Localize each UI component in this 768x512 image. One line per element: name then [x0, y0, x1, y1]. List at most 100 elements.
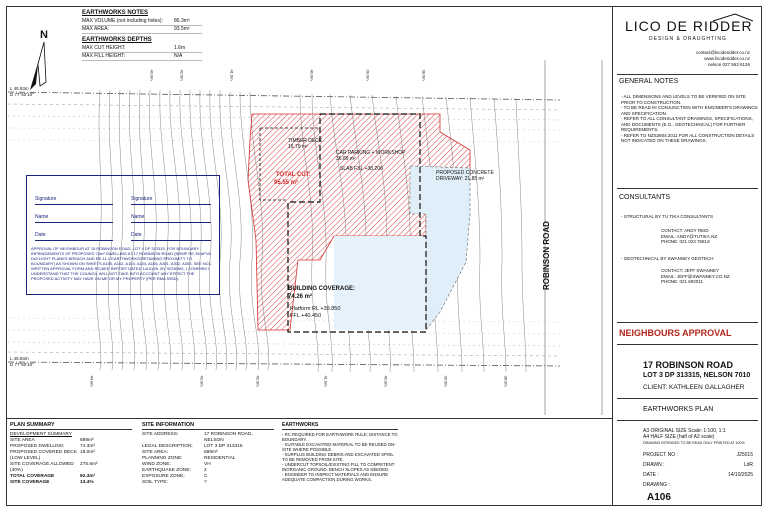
plan-summary-title: PLAN SUMMARY [10, 422, 132, 430]
drawing-frame [6, 6, 762, 506]
contour-label: 39.0m [365, 69, 371, 81]
general-note: - TO BE READ IN CONJUNCTION WITH ENGINEE… [621, 105, 758, 116]
summary-value: 92.3m² [80, 474, 96, 479]
contour-label: 41.0m [229, 69, 235, 81]
general-note: - REFER TO NZS3604:2011 FOR ALL CONSTRUC… [621, 132, 755, 144]
site-info-key: PLANNING ZONE: [142, 456, 183, 461]
signature-label: Signature [35, 196, 57, 202]
notes-row: MAX FILL HEIGHT: N/A [82, 53, 202, 61]
scale-note: DRAWING INTENDED TO BE READ ONLY PRINTED… [643, 441, 745, 445]
notes-row: MAX CUT HEIGHT:1.6m [82, 45, 202, 53]
contact-line: EMAIL: ANDY@TUTIKA.NZ [661, 233, 718, 239]
notes-key: MAX VOLUME (not including holes): [82, 18, 163, 24]
legal-description: LOT 3 DP 313315, NELSON 7010 [643, 372, 751, 379]
site-info-value: VH [204, 462, 211, 467]
site-info-row: PLANNING ZONE: RESIDENTIAL [142, 456, 274, 462]
bottom-divider [6, 418, 612, 419]
contour-label: 42.0m [255, 375, 261, 387]
site-info-row: LEGAL DESCRIPTION: LOT 3 DP 313315 [142, 444, 274, 450]
site-info-key: EXPOSURE ZONE: [142, 474, 185, 479]
earthworks-list: EARTHWORKS - RC REQUIRED FOR EARTHWORK R… [282, 422, 398, 482]
site-information-title: SITE INFORMATION [142, 422, 274, 430]
notes-value: N/A [174, 53, 183, 59]
roof-logo-icon [713, 13, 753, 22]
structural-contact: CONTACT: ANDY REID EMAIL: ANDY@TUTIKA.NZ… [661, 228, 717, 245]
structural-consultant: - STRUCTURAL BY TU TIKA CONSULTANTS [621, 214, 714, 219]
summary-key: SITE AREA [10, 438, 35, 443]
site-info-key: SITE ADDRESS: [142, 432, 179, 437]
plan-summary: PLAN SUMMARY DEVELOPMENT SUMMARY SITE AR… [10, 422, 132, 486]
earthworks-item: - ENGINEER TO INSPECT MATERIALS AND ENSU… [282, 472, 389, 482]
site-info-row: SITE AREA:689m² [142, 450, 274, 456]
notes-key: MAX FILL HEIGHT: [82, 53, 126, 59]
site-plan [7, 60, 603, 415]
building-outline [287, 113, 427, 333]
summary-value: 689m² [80, 438, 94, 443]
notes-key: MAX AREA: [82, 26, 109, 32]
title-block: LICO DE RIDDER DESIGN & DRAUGHTING conta… [612, 6, 762, 506]
drawing-row: DRAWING : [643, 482, 753, 488]
summary-key: PROPOSED DWELLING [10, 444, 64, 449]
name-label: Name [131, 214, 145, 220]
meta-value: 14/10/2025 [727, 472, 753, 478]
building-coverage-label: BUILDING COVERAGE: [288, 286, 356, 292]
site-info-key: EARTHQUAKE ZONE: [142, 468, 191, 473]
notes-value: 86.3m³ [174, 18, 190, 24]
general-notes: - ALL DIMENSIONS AND LEVELS TO BE VERIFI… [621, 94, 759, 144]
earthworks-item: - SURPLUS BUILDING DEBRIS AND EXCAVATED … [282, 452, 394, 462]
contact-email: contact@licoderidder.co.nz [695, 50, 750, 55]
site-info-value: 17 ROBINSON ROAD, NELSON [204, 432, 253, 443]
ffl-label: FFL +40.450 [290, 313, 322, 319]
contact-line: CONTACT: ANDY REID [661, 228, 709, 233]
earthworks-item: - UNDERCUT TOPSOIL/EXISTING FILL TO COMP… [282, 462, 395, 472]
meta-key: DATE : [643, 472, 659, 478]
site-info-value: RESIDENTIAL [204, 456, 236, 461]
site-info-value: LOT 3 DP 313315 [204, 444, 243, 449]
neighbours-approval-title: NEIGHBOURS APPROVAL [619, 328, 732, 338]
date-label: Date [131, 232, 142, 238]
site-info-value: 689m² [204, 450, 218, 455]
slab-ffl-label: SLAB FSL +38.200 [340, 166, 383, 172]
contact-line: EMAIL: JEFF@SWANNEY.CO.NZ [661, 273, 730, 279]
earthworks-title: EARTHWORKS [282, 422, 398, 430]
client-name: CLIENT: KATHLEEN GALLAGHER [643, 384, 745, 391]
site-info-key: LEGAL DESCRIPTION: [142, 444, 193, 449]
building-coverage-value: 74.26 m² [288, 294, 313, 300]
project-title: 17 ROBINSON ROAD [643, 360, 734, 370]
company-subtitle: DESIGN & DRAUGHTING [649, 36, 727, 42]
summary-key: SITE COVERAGE ALLOWED (40%) [10, 462, 74, 473]
scale-line: A3 ORIGINAL SIZE Scale: 1:100, 1:1 [643, 428, 726, 434]
boundary-bottom [7, 361, 561, 367]
contour-label: 40.0m [309, 69, 315, 81]
project-no-row: PROJECT NO :J25015 [643, 452, 753, 458]
contour-label: 38.0m [421, 69, 427, 81]
contact-line: CONTACT: JEFF SWANNEY [661, 268, 720, 273]
contact-phone: nelson 027 563 6126 [707, 62, 750, 67]
general-note: - ALL DIMENSIONS AND LEVELS TO BE VERIFI… [621, 94, 746, 105]
meta-key: DRAWN : [643, 462, 665, 468]
consultants-title: CONSULTANTS [619, 194, 671, 201]
earthworks-item: - SUITABLE EXCAVATED MATERIAL TO BE REUS… [282, 442, 396, 452]
date-row: DATE : 14/10/2025 [643, 472, 753, 478]
driveway-label: PROPOSED CONCRETE DRIVEWAY: 21.85 m² [436, 170, 494, 182]
plan-name: EARTHWORKS PLAN [643, 406, 714, 413]
contour-label: 42.0m [179, 69, 185, 81]
contour-label: 38.0m [503, 375, 509, 387]
notes-key: MAX CUT HEIGHT: [82, 45, 126, 51]
building-fill [334, 236, 426, 330]
name-label: Name [35, 214, 49, 220]
company-logo: LICO DE RIDDER [625, 18, 753, 34]
summary-value: 18.0m² [80, 450, 95, 455]
earthworks-notes-title: EARTHWORKS NOTES [82, 10, 148, 16]
site-info-row: SITE ADDRESS: 17 ROBINSON ROAD, NELSON [142, 432, 274, 444]
contact-line: PHONE: 021 692011 [661, 279, 703, 284]
scale-line: A4 HALF SIZE (half of A3 scale) [643, 434, 715, 440]
site-information: SITE INFORMATION SITE ADDRESS: 17 ROBINSO… [142, 422, 274, 486]
svg-text:N: N [40, 29, 48, 41]
platform-rl-label: Platform RL +39.850 [290, 306, 341, 312]
drawn-row: DRAWN :LdR [643, 462, 753, 468]
contour-label: 39.0m [443, 375, 449, 387]
total-cut-label: TOTAL CUT: [276, 172, 311, 178]
